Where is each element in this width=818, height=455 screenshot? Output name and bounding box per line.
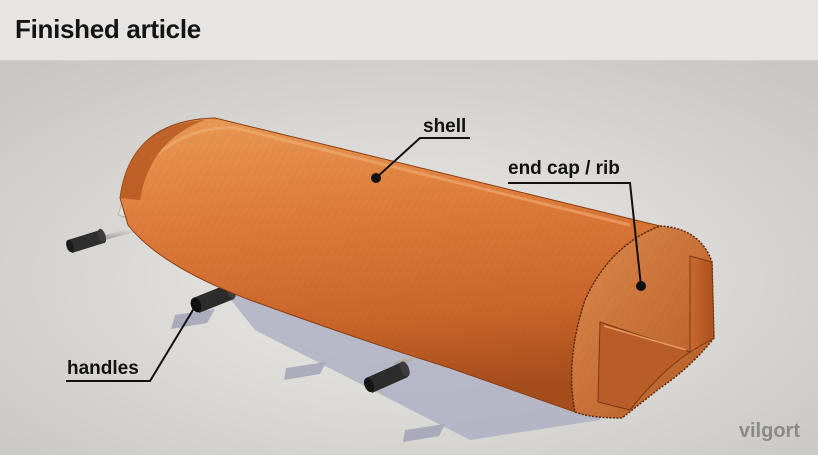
handle-grip xyxy=(66,228,107,253)
callout-shell-leader xyxy=(371,137,470,183)
handle-shadows xyxy=(171,309,445,442)
header-bar: Finished article xyxy=(0,0,818,61)
page-title: Finished article xyxy=(15,14,201,44)
callout-shell-label: shell xyxy=(423,116,467,137)
callout-end-cap-leader xyxy=(508,182,646,291)
callout-end-cap-label: end cap / rib xyxy=(508,158,620,179)
watermark: vilgort xyxy=(738,420,800,442)
handle-grip xyxy=(363,361,410,393)
callout-handles-label: handles xyxy=(67,358,139,379)
end-cap xyxy=(570,225,715,419)
callout-handles-leader xyxy=(66,300,201,382)
